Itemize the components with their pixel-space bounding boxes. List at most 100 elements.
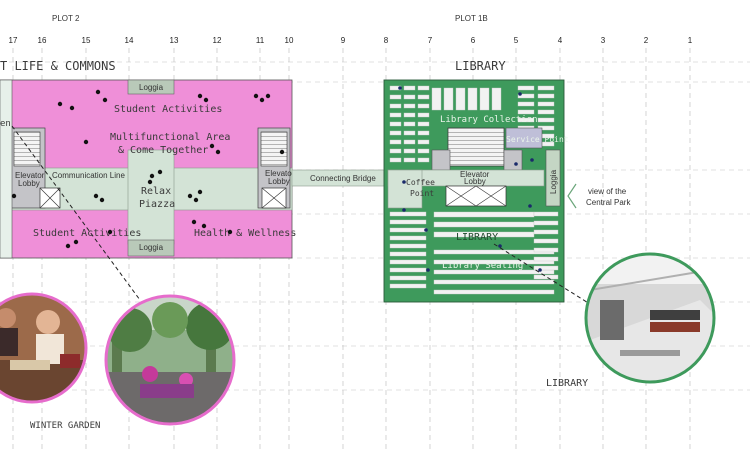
service-point-label: Service Point [506, 135, 569, 144]
shelf [467, 87, 478, 111]
furniture-dot [227, 229, 233, 235]
furniture-dot [83, 139, 89, 145]
furniture-dot [253, 93, 259, 99]
relax-piazza-area [127, 149, 175, 245]
seating-row [433, 289, 555, 295]
library-heading-bottom: LIBRARY [546, 378, 588, 389]
library-mid-label: LIBRARY [456, 232, 498, 243]
elevator-lobby-left-1: Elevator [15, 171, 45, 180]
library-elevator-label-2: Lobby [464, 177, 486, 186]
library-block: Library Collection Service Point Coffee … [383, 79, 569, 303]
view-note-line2: Central Park [586, 198, 631, 207]
table [389, 211, 427, 217]
shelf [491, 87, 502, 111]
library-dot [426, 268, 430, 272]
communication-line-label: Communication Line [52, 171, 125, 180]
table [389, 283, 427, 289]
commons-left-stub [0, 79, 13, 259]
library-dot [518, 92, 522, 96]
library-heading-top: LIBRARY [455, 59, 506, 73]
shelf [537, 101, 555, 107]
table [433, 221, 535, 228]
furniture-dot [95, 89, 101, 95]
grid-column-label: 10 [285, 36, 294, 45]
shelf [537, 109, 555, 115]
library-collection-label: Library Collection [440, 115, 538, 125]
grid-column-label: 15 [82, 36, 91, 45]
shelf [417, 94, 430, 100]
furniture-dot [149, 173, 155, 179]
shelf [403, 112, 416, 118]
furniture-dot [157, 169, 163, 175]
shelf [417, 157, 430, 163]
library-seating-label: Library Seating [442, 261, 523, 271]
furniture-dot [69, 105, 75, 111]
student-activities-bottom-label: Student Activities [33, 228, 141, 239]
shelf [389, 139, 402, 145]
library-dot [498, 244, 502, 248]
furniture-dot [197, 189, 203, 195]
shelf [479, 87, 490, 111]
table [389, 243, 427, 249]
shelf [417, 121, 430, 127]
coffee-point-label-1: Coffee [406, 178, 435, 187]
furniture-dot [93, 193, 99, 199]
relax-piazza-label-1: Relax [141, 186, 171, 197]
table [533, 256, 559, 262]
shelf [403, 121, 416, 127]
table [433, 231, 535, 238]
winter-garden-photo-right [104, 294, 236, 426]
stair-right [260, 131, 288, 167]
shelf [431, 87, 442, 111]
elevator-lobby-right-2: Lobby [268, 177, 290, 186]
library-dot [424, 228, 428, 232]
table [533, 220, 559, 226]
grid-column-label: 1 [688, 36, 693, 45]
library-loggia [545, 149, 561, 207]
elevator-lobby-left-2: Lobby [18, 179, 40, 188]
shelf [403, 148, 416, 154]
shelf [417, 148, 430, 154]
shelf [389, 130, 402, 136]
shelf [403, 94, 416, 100]
table [389, 275, 427, 281]
health-wellness-label: Health & Wellness [194, 228, 296, 239]
loggia-bottom [127, 239, 175, 257]
furniture-dot [65, 243, 71, 249]
shelf [517, 93, 535, 99]
coffee-point-area [387, 169, 423, 209]
elevator-lobby-right-1: Elevator [265, 169, 295, 178]
furniture-dot [187, 193, 193, 199]
furniture-dot [147, 179, 153, 185]
furniture-dot [57, 101, 63, 107]
library-dot [538, 268, 542, 272]
table [389, 227, 427, 233]
library-photo [584, 252, 716, 384]
shelf [389, 94, 402, 100]
furniture-dot [197, 93, 203, 99]
coffee-point-label-2: Point [410, 189, 434, 198]
table [533, 274, 559, 280]
library-core-left [431, 149, 451, 171]
furniture-dot [11, 193, 17, 199]
library-dot [514, 162, 518, 166]
library-loggia-label: Loggia [549, 169, 558, 194]
grid-column-label: 14 [125, 36, 134, 45]
furniture-dot [99, 197, 105, 203]
library-dot [528, 204, 532, 208]
table [533, 229, 559, 235]
shelf [389, 148, 402, 154]
shelf [417, 112, 430, 118]
table [533, 265, 559, 271]
multifunctional-label-2: & Come Together [118, 145, 208, 156]
shelf [517, 101, 535, 107]
view-note-line1: view of the [588, 187, 627, 196]
furniture-dot [102, 97, 108, 103]
library-stair [447, 127, 505, 167]
furniture-dot [259, 97, 265, 103]
furniture-dot [215, 149, 221, 155]
leader-line-winter-garden [11, 125, 141, 301]
furniture-dot [73, 239, 79, 245]
furniture-dot [265, 93, 271, 99]
winter-garden-heading: WINTER GARDEN [30, 421, 100, 431]
